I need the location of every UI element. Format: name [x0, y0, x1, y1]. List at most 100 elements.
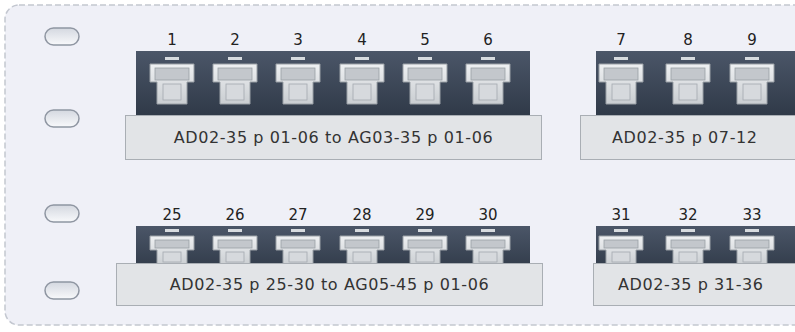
- port-led: [614, 229, 628, 232]
- port-body: [150, 236, 194, 266]
- rj45-port: [340, 57, 384, 104]
- rj45-port: [213, 57, 257, 104]
- port-number: 1: [167, 31, 177, 49]
- port-led: [291, 57, 305, 60]
- mounting-slots: [45, 28, 79, 299]
- port-number: 2: [230, 31, 240, 49]
- port-number: 27: [288, 206, 307, 224]
- port-led: [481, 57, 495, 60]
- port-led: [355, 57, 369, 60]
- port-number: 3: [293, 31, 303, 49]
- port-led: [228, 229, 242, 232]
- port-latch: [163, 84, 181, 100]
- mounting-slot: [45, 282, 79, 299]
- port-body: [213, 64, 257, 104]
- rj45-port: [466, 57, 510, 104]
- port-body: [730, 236, 774, 266]
- port-led: [745, 57, 759, 60]
- label-text: AD02-35 p 01-06 to AG03-35 p 01-06: [174, 128, 494, 147]
- port-body: [276, 64, 320, 104]
- port-opening: [735, 68, 769, 80]
- port-led: [681, 57, 695, 60]
- rj45-port: [599, 229, 643, 266]
- port-latch: [479, 252, 497, 262]
- port-latch: [679, 252, 697, 262]
- port-latch: [743, 252, 761, 262]
- port-number: 29: [415, 206, 434, 224]
- port-number: 8: [683, 31, 693, 49]
- port-opening: [671, 68, 705, 80]
- rj45-port: [466, 229, 510, 266]
- rj45-port: [403, 229, 447, 266]
- port-blocks: [136, 51, 795, 274]
- port-latch: [679, 84, 697, 100]
- port-body: [150, 64, 194, 104]
- port-opening: [408, 68, 442, 80]
- panel-face: [5, 5, 795, 325]
- port-latch: [743, 84, 761, 100]
- port-latch: [479, 84, 497, 100]
- rj45-port: [340, 229, 384, 266]
- port-latch: [226, 84, 244, 100]
- port-number: 5: [420, 31, 430, 49]
- port-opening: [345, 68, 379, 80]
- rj45-port: [150, 57, 194, 104]
- rj45-port: [666, 229, 710, 266]
- port-latch: [163, 252, 181, 262]
- port-body: [466, 64, 510, 104]
- port-body: [730, 64, 774, 104]
- port-led: [228, 57, 242, 60]
- port-block: [596, 51, 795, 119]
- port-led: [355, 229, 369, 232]
- port-latch: [353, 84, 371, 100]
- rj45-port: [276, 229, 320, 266]
- port-led: [681, 229, 695, 232]
- port-body: [403, 64, 447, 104]
- port-opening: [218, 68, 252, 80]
- port-latch: [353, 252, 371, 262]
- port-opening: [471, 240, 505, 248]
- port-number: 33: [742, 206, 761, 224]
- port-label-strip: AD02-35 p 31-36: [593, 263, 795, 306]
- port-block: [136, 51, 530, 119]
- port-latch: [289, 84, 307, 100]
- rj45-port: [403, 57, 447, 104]
- port-latch: [226, 252, 244, 262]
- port-opening: [281, 240, 315, 248]
- port-led: [165, 229, 179, 232]
- port-number: 32: [678, 206, 697, 224]
- port-latch: [612, 84, 630, 100]
- port-latch: [416, 252, 434, 262]
- mounting-slot: [45, 205, 79, 222]
- port-number: 25: [162, 206, 181, 224]
- port-opening: [671, 240, 705, 248]
- port-latch: [612, 252, 630, 262]
- port-number: 31: [611, 206, 630, 224]
- rj45-port: [213, 229, 257, 266]
- port-body: [466, 236, 510, 266]
- port-body: [340, 64, 384, 104]
- port-opening: [281, 68, 315, 80]
- port-opening: [155, 240, 189, 248]
- port-led: [481, 229, 495, 232]
- port-number: 7: [616, 31, 626, 49]
- port-number: 9: [747, 31, 757, 49]
- rj45-port: [276, 57, 320, 104]
- port-led: [745, 229, 759, 232]
- port-opening: [218, 240, 252, 248]
- port-body: [213, 236, 257, 266]
- rj45-port: [150, 229, 194, 266]
- mounting-slot: [45, 110, 79, 127]
- rj45-port: [599, 57, 643, 104]
- port-body: [599, 236, 643, 266]
- ports: [150, 57, 774, 266]
- port-body: [276, 236, 320, 266]
- label-text: AD02-35 p 31-36: [618, 275, 764, 294]
- port-number: 28: [352, 206, 371, 224]
- port-body: [666, 236, 710, 266]
- port-led: [614, 57, 628, 60]
- rj45-port: [666, 57, 710, 104]
- port-label-strip: AD02-35 p 25-30 to AG05-45 p 01-06: [116, 263, 543, 306]
- port-latch: [416, 84, 434, 100]
- port-body: [340, 236, 384, 266]
